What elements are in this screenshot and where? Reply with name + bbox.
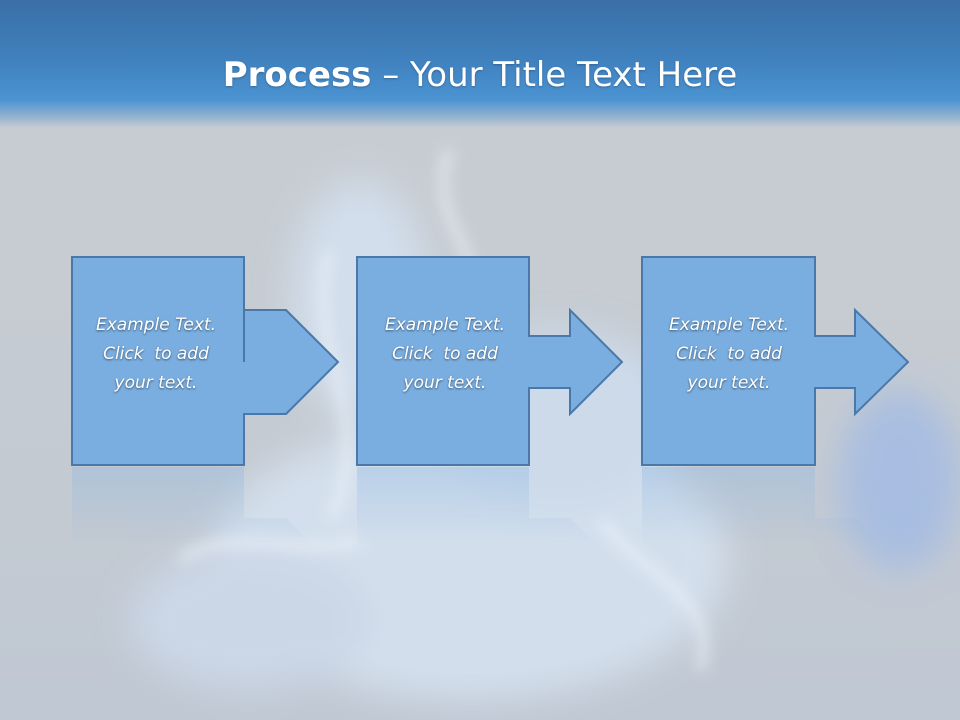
step-3-line-1: Example Text. <box>668 315 790 335</box>
process-step-1[interactable] <box>71 256 340 466</box>
step-2-line-3: your text. <box>403 373 487 393</box>
step-1-reflection <box>72 467 338 675</box>
step-1-text[interactable]: Example Text. Click to add your text. <box>70 311 242 398</box>
step-2-text[interactable]: Example Text. Click to add your text. <box>359 311 531 398</box>
step-1-shape <box>71 256 340 466</box>
process-step-3[interactable] <box>641 256 910 466</box>
step-2-line-2: Click to add <box>392 344 498 364</box>
step-1-line-2: Click to add <box>103 344 209 364</box>
step-1-line-1: Example Text. <box>95 315 217 335</box>
step-3-reflection <box>642 467 908 675</box>
step-2-line-1: Example Text. <box>384 315 506 335</box>
step-3-shape <box>641 256 910 466</box>
title-bold: Process <box>222 55 372 95</box>
step-1-line-3: your text. <box>114 373 198 393</box>
slide-title[interactable]: Process – Your Title Text Here <box>0 52 960 98</box>
step-3-line-3: your text. <box>687 373 771 393</box>
title-bar <box>0 0 960 128</box>
step-3-line-2: Click to add <box>676 344 782 364</box>
reflections <box>72 467 908 675</box>
process-step-2[interactable] <box>356 256 624 466</box>
step-3-text[interactable]: Example Text. Click to add your text. <box>643 311 815 398</box>
title-rest: – Your Title Text Here <box>371 55 738 95</box>
step-2-reflection <box>357 467 622 675</box>
step-2-shape <box>356 256 624 466</box>
